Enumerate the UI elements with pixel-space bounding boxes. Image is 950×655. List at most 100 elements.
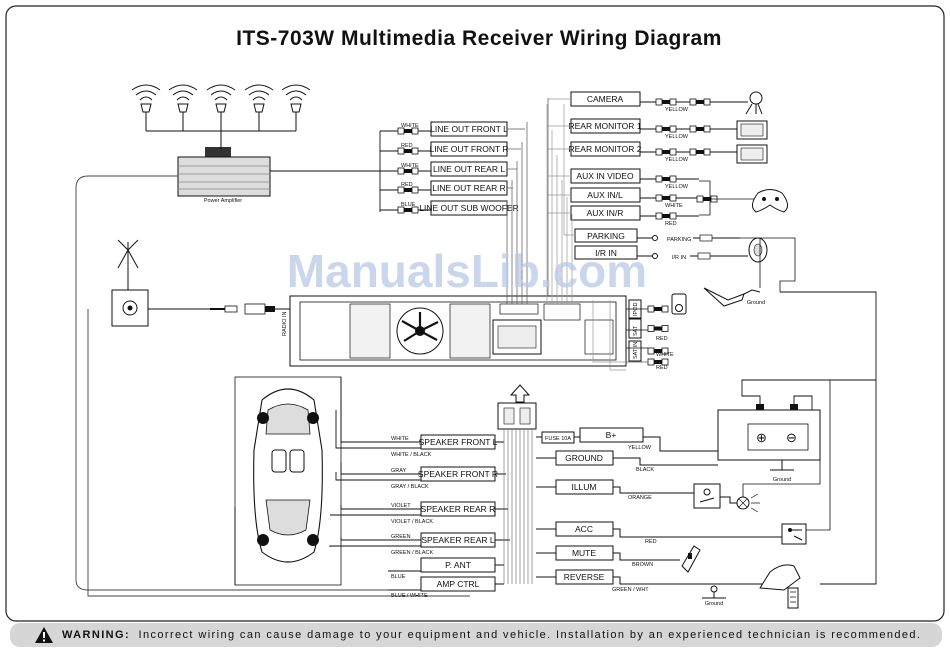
line-out-label: LINE OUT FRONT L [430,124,508,134]
speaker-label: SPEAKER FRONT L [419,437,498,447]
video-connector-color: RED [665,221,677,227]
speaker-icon [131,84,161,131]
battery-plus: ⊕ [756,430,767,445]
camera-icon [745,91,763,115]
line-out-label: LINE OUT REAR R [432,183,506,193]
monitor-icon [736,144,768,164]
radio-in-label: RADIO IN [282,312,288,336]
side-port: SAT [628,318,669,339]
diagram-frame [5,5,945,622]
warning-label: WARNING: [62,629,131,641]
mute-wire: BROWN [632,562,653,568]
speaker-minus-wire: GREEN / BLACK [391,550,434,556]
parking-connector: PARKING PARKING [574,228,740,243]
remote-sensor-icon [748,237,768,263]
diagram-title: ITS-703W Multimedia Receiver Wiring Diag… [236,27,722,50]
svg-text:I/R IN: I/R IN [595,248,617,258]
video-connector-row: AUX IN/R RED [548,205,699,227]
reverse-label: REVERSE [564,572,605,582]
video-connector-color: YELLOW [665,134,689,140]
warning-bar: WARNING: Incorrect wiring can cause dama… [10,623,942,647]
video-connector-row: CAMERA YELLOW [548,91,748,113]
antenna-ctrl-label: AMP CTRL [437,579,480,589]
battery-icon: ⊕ ⊖ Ground [717,404,821,483]
speaker-label: SPEAKER FRONT R [418,469,498,479]
gamepad-icon [752,189,788,213]
speaker-label: SPEAKER REAR R [421,504,496,514]
ground-label: GROUND [565,453,603,463]
antenna-plug [224,303,275,315]
line-out-label: LINE OUT REAR L [433,164,505,174]
fuse-label: FUSE 10A [545,436,571,442]
speaker-label: SPEAKER REAR L [421,535,494,545]
monitor-icon [736,120,768,140]
power-amplifier: Power Amplifier [177,147,271,204]
video-connector-row: REAR MONITOR 2 YELLOW [548,141,737,163]
ignition-switch-icon [781,523,807,545]
warning-triangle-icon [35,627,53,643]
ground-symbol-label: Ground [705,601,723,607]
video-connector-label: REAR MONITOR 2 [568,144,641,154]
speaker-wire-row: SPEAKER REAR L GREEN GREEN / BLACK [329,532,510,556]
speaker-icon [168,84,198,131]
video-connector-row: REAR MONITOR 1 YELLOW [548,118,737,140]
video-connector-color: YELLOW [665,157,689,163]
ir-in-wire-label: I/R IN [672,255,686,261]
antenna-icon [111,239,149,327]
battery-minus: ⊖ [786,430,797,445]
speaker-plus-wire: GREEN [391,534,411,540]
video-connector-label: CAMERA [587,94,624,104]
ground-symbol: Ground [702,585,726,607]
side-port-label: SAT IN [633,342,639,359]
power-amplifier-label: Power Amplifier [204,198,242,204]
light-switch-icon [693,483,721,509]
main-harness-connector [497,384,537,584]
line-out-label: LINE OUT SUB WOOFER [419,203,519,213]
video-connector-color: YELLOW [665,107,689,113]
handbrake-icon: Ground [703,287,765,307]
speaker-icon [244,84,274,131]
warning-text: WARNING: Incorrect wiring can cause dama… [62,629,921,641]
acc-wire: RED [645,539,657,545]
video-connector-label: AUX IN/R [587,208,624,218]
side-port-label: SAT [633,325,639,336]
line-out-group: LINE OUT FRONT L WHITE LINE OUT FRONT R RED… [270,121,525,216]
speaker-minus-wire: VIOLET / BLACK [391,519,433,525]
lamp-icon [720,410,821,513]
ir-in-connector: I/R IN I/R IN [574,245,748,261]
b-plus-label: B+ [606,430,617,440]
speaker-plus-wire: VIOLET [391,503,411,509]
speaker-plus-wire: WHITE [391,436,409,442]
line-out-color: WHITE [401,123,419,129]
illum-label: ILLUM [571,482,596,492]
power-wire-group: FUSE 10A B+ YELLOW GROUND BLACK ILLUM OR… [536,427,782,607]
line-out-color: BLUE [401,202,416,208]
ground-wire: BLACK [636,467,654,473]
side-port-color: RED [656,336,668,342]
car-top-view-icon [234,376,342,586]
line-out-color: RED [401,143,413,149]
side-port: SAT IN [628,340,669,362]
speaker-icon [206,84,236,131]
amp-speakers [131,84,311,131]
line-out-color: WHITE [401,163,419,169]
line-out-row: LINE OUT FRONT R RED [397,141,521,157]
mute-label: MUTE [572,548,596,558]
b-plus-box [579,427,644,443]
antenna-ctrl-wire: BLUE [391,574,406,580]
video-connector-label: REAR MONITOR 1 [568,121,641,131]
ipod-icon [671,293,687,315]
video-connector-color: YELLOW [665,184,689,190]
handbrake-ground-label: Ground [747,300,765,306]
b-plus-wire: YELLOW [628,445,652,451]
side-port-color: WHITE [656,352,674,358]
head-unit [289,295,627,367]
antenna-ctrl-label: P. ANT [445,560,471,570]
line-out-label: LINE OUT FRONT R [429,144,508,154]
